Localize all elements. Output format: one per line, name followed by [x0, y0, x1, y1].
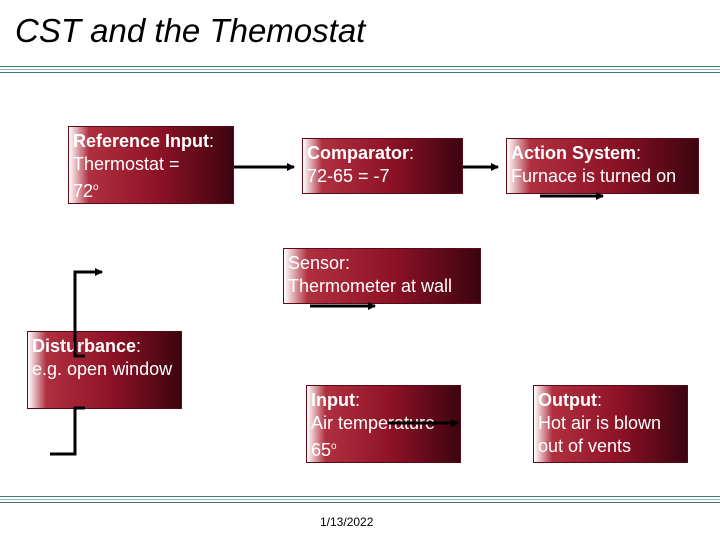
disturbance-label: Disturbance — [32, 336, 137, 356]
top-rule-3 — [0, 72, 720, 73]
output-box: Output: Hot air is blown out of vents — [533, 385, 688, 463]
reference-input-line1: Thermostat = — [73, 154, 180, 174]
top-rule-2 — [0, 69, 720, 70]
reference-input-label: Reference Input — [73, 131, 210, 151]
bottom-rule-3 — [0, 502, 720, 503]
top-rule-1 — [0, 66, 720, 67]
reference-input-box: Reference Input: Thermostat = 72o — [68, 126, 234, 204]
input-label: Input — [311, 390, 355, 410]
disturbance-bracket-top — [73, 270, 98, 358]
bottom-rule-2 — [0, 499, 720, 500]
output-label: Output — [538, 390, 597, 410]
disturbance-bracket-bottom — [50, 406, 85, 456]
sensor-line1: Thermometer at wall — [288, 276, 453, 296]
action-system-label: Action System — [511, 143, 637, 163]
footer-date: 1/13/2022 — [320, 515, 374, 529]
disturbance-line1: e.g. open window — [32, 359, 173, 379]
disturbance-box: Disturbance: e.g. open window — [27, 331, 182, 409]
comparator-line1: 72-65 = -7 — [307, 166, 390, 186]
sensor-label: Sensor — [288, 253, 346, 273]
reference-input-value: 72 — [73, 181, 94, 201]
degree-sup: o — [331, 441, 337, 452]
input-value: 65 — [311, 440, 332, 460]
comparator-label: Comparator — [307, 143, 410, 163]
degree-sup: o — [93, 182, 99, 193]
input-line1: Air temperature — [311, 413, 436, 433]
action-system-box: Action System: Furnace is turned on — [506, 138, 699, 194]
output-line1: Hot air is blown — [538, 413, 662, 433]
comparator-box: Comparator: 72-65 = -7 — [302, 138, 463, 194]
bottom-rule-1 — [0, 496, 720, 497]
output-line2: out of vents — [538, 436, 632, 456]
sensor-box: Sensor: Thermometer at wall — [283, 248, 481, 304]
action-system-line1: Furnace is turned on — [511, 166, 677, 186]
slide-title: CST and the Themostat — [15, 12, 366, 49]
